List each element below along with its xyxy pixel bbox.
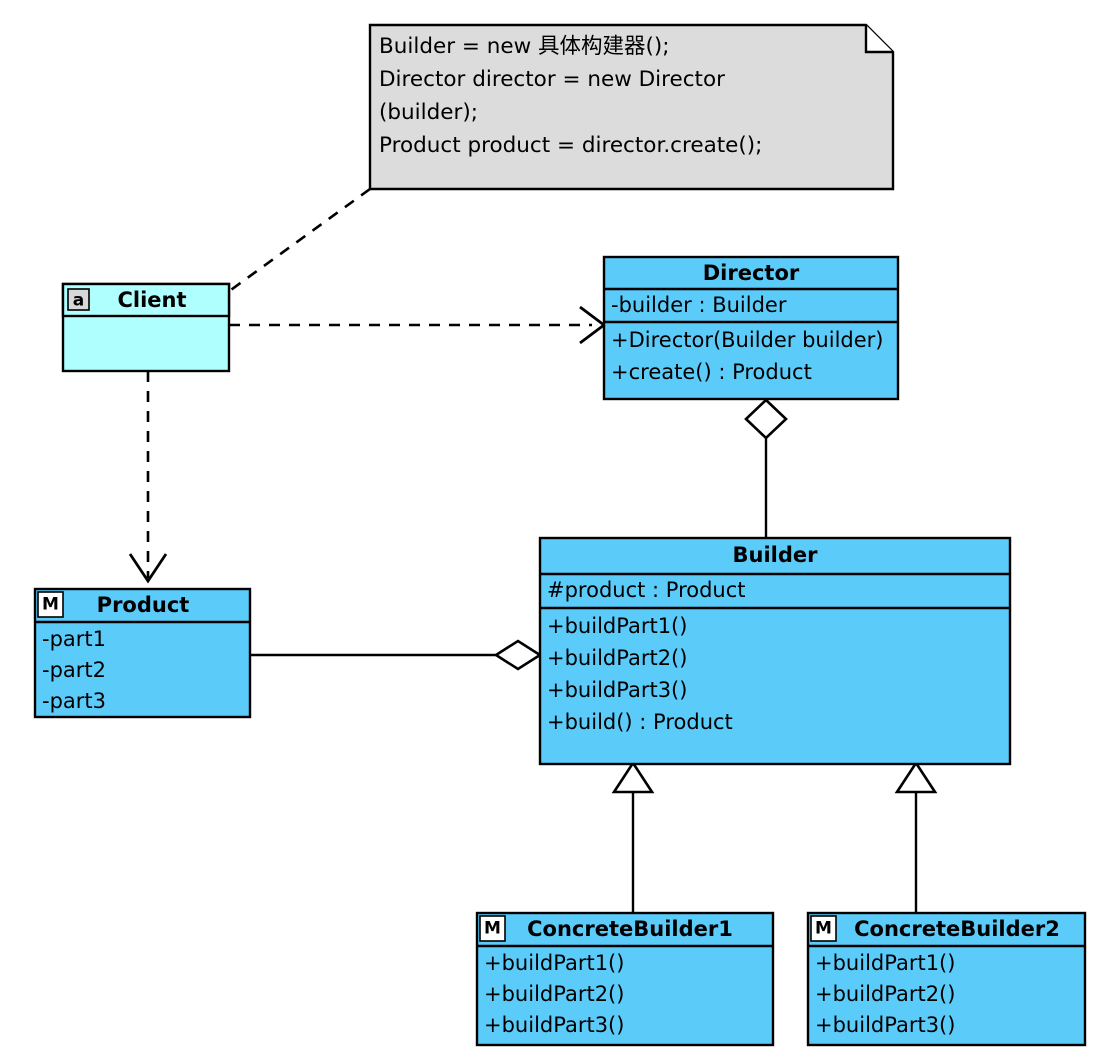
class-box-director[interactable]: Director -builder : Builder +Director(Bu…	[602, 255, 900, 401]
client-badge-letter: a	[73, 291, 84, 311]
product-attribute-2: -part3	[42, 689, 106, 713]
relationship-client-to-product[interactable]	[128, 371, 168, 584]
relationship-client-to-director[interactable]	[229, 305, 607, 345]
class-title-concrete-builder-2: ConcreteBuilder2	[854, 917, 1060, 941]
class-title-director: Director	[703, 261, 800, 285]
class-title-product: Product	[97, 593, 190, 617]
relationship-product-to-builder[interactable]	[250, 639, 543, 671]
builder-attribute-0: #product : Product	[547, 578, 746, 602]
concrete-builder-1-badge-letter: M	[484, 919, 501, 939]
active-class-icon	[67, 288, 90, 311]
model-class-icon-concrete-builder-2	[810, 915, 837, 942]
builder-operation-1: +buildPart2()	[547, 646, 687, 670]
class-box-concrete-builder-1[interactable]: M ConcreteBuilder1 +buildPart1() +buildP…	[475, 911, 775, 1047]
class-title-builder: Builder	[733, 543, 819, 567]
model-class-icon-product	[37, 591, 64, 618]
product-attribute-0: -part1	[42, 627, 106, 651]
concrete-builder-2-operation-0: +buildPart1()	[815, 951, 955, 975]
director-attribute-0: -builder : Builder	[611, 293, 787, 317]
relationship-cb1-to-builder[interactable]	[611, 760, 655, 913]
class-box-client[interactable]: a Client	[61, 282, 231, 373]
director-operation-1: +create() : Product	[611, 360, 812, 384]
class-title-client: Client	[117, 288, 186, 312]
note-line-1: Builder = new 具体构建器();	[379, 34, 670, 59]
relationship-note-to-client[interactable]	[227, 187, 371, 294]
class-box-product[interactable]: M Product -part1 -part2 -part3	[33, 587, 252, 719]
concrete-builder-2-operation-2: +buildPart3()	[815, 1013, 955, 1037]
builder-operation-2: +buildPart3()	[547, 678, 687, 702]
class-box-concrete-builder-2[interactable]: M ConcreteBuilder2 +buildPart1() +buildP…	[806, 911, 1087, 1047]
builder-operation-3: +build() : Product	[547, 710, 733, 734]
note-line-4: Product product = director.create();	[379, 133, 762, 158]
director-operation-0: +Director(Builder builder)	[611, 328, 883, 352]
concrete-builder-2-badge-letter: M	[815, 919, 832, 939]
class-title-concrete-builder-1: ConcreteBuilder1	[527, 917, 733, 941]
product-badge-letter: M	[42, 595, 59, 615]
concrete-builder-1-operation-2: +buildPart3()	[484, 1013, 624, 1037]
concrete-builder-2-operation-1: +buildPart2()	[815, 982, 955, 1006]
model-class-icon-concrete-builder-1	[479, 915, 506, 942]
relationship-director-to-builder[interactable]	[744, 398, 788, 538]
concrete-builder-1-operation-0: +buildPart1()	[484, 951, 624, 975]
note-line-3: (builder);	[379, 100, 478, 125]
class-box-builder[interactable]: Builder #product : Product +buildPart1()…	[538, 536, 1012, 766]
note-line-2: Director director = new Director	[379, 67, 725, 92]
builder-operation-0: +buildPart1()	[547, 614, 687, 638]
relationship-cb2-to-builder[interactable]	[894, 760, 938, 913]
product-attribute-1: -part2	[42, 658, 106, 682]
code-note[interactable]: Builder = new 具体构建器(); Director director…	[368, 23, 895, 191]
concrete-builder-1-operation-1: +buildPart2()	[484, 982, 624, 1006]
